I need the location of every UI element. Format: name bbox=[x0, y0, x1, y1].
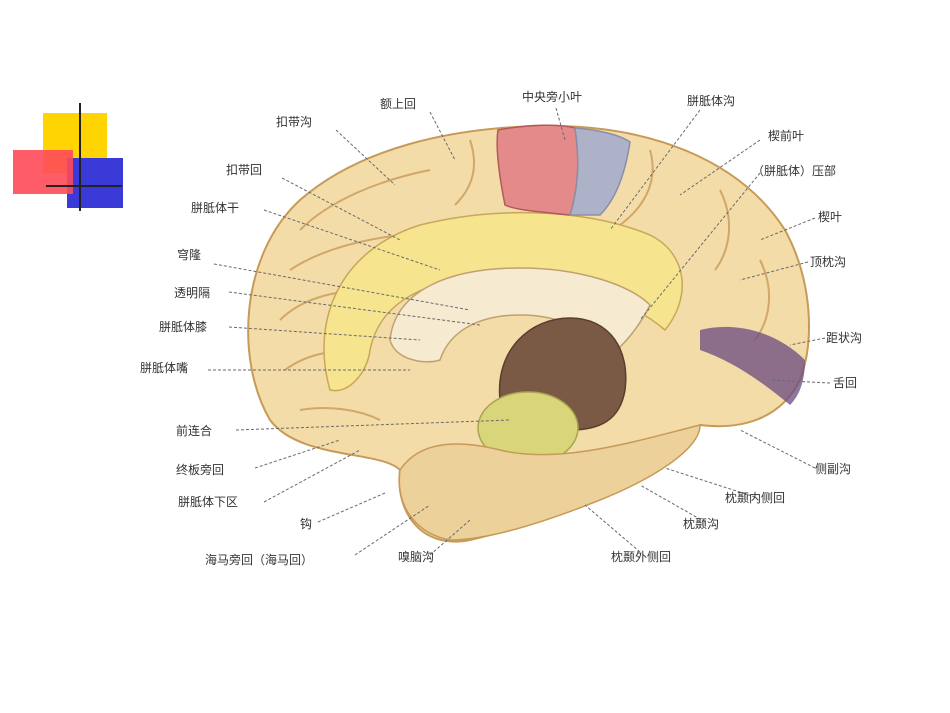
label-parahippocampal-gyrus: 海马旁回（海马回） bbox=[205, 552, 313, 567]
cingulate-gyrus bbox=[323, 211, 683, 392]
label-septum-pellucidum: 透明隔 bbox=[174, 286, 210, 300]
label-parieto-occipital-sulcus: 顶枕沟 bbox=[810, 254, 846, 269]
label-subcallosal-area: 胼胝体下区 bbox=[178, 494, 238, 509]
label-calcarine-sulcus: 距状沟 bbox=[826, 331, 862, 345]
label-occipitotemporal-sulcus: 枕颞沟 bbox=[683, 516, 719, 531]
label-uncus: 钩 bbox=[300, 517, 312, 531]
label-callosal-sulcus: 胼胝体沟 bbox=[687, 93, 735, 108]
label-medial-occipitotemporal-gyrus: 枕颞内侧回 bbox=[725, 490, 785, 505]
paracentral-lobule bbox=[496, 124, 579, 216]
label-genu: 胼胝体膝 bbox=[159, 319, 207, 334]
label-paraterminal-gyrus: 终板旁回 bbox=[176, 462, 224, 477]
label-collateral-sulcus: 侧副沟 bbox=[815, 462, 851, 476]
label-fornix: 穹隆 bbox=[177, 247, 201, 262]
label-lingual-gyrus: 舌回 bbox=[833, 376, 857, 390]
decor-horizontal-line bbox=[46, 185, 122, 187]
label-lateral-occipitotemporal-gyrus: 枕颞外侧回 bbox=[611, 549, 671, 564]
decor-vertical-line bbox=[79, 103, 81, 211]
decor-blue-square bbox=[67, 158, 123, 208]
label-cingulate-gyrus: 扣带回 bbox=[226, 163, 262, 177]
label-rostrum: 胼胝体嘴 bbox=[140, 360, 188, 375]
label-cuneus: 楔叶 bbox=[818, 210, 842, 224]
label-precuneus: 楔前叶 bbox=[768, 128, 804, 143]
leader-lines bbox=[208, 107, 831, 556]
temporal-lobe bbox=[398, 424, 701, 541]
label-paracentral-lobule: 中央旁小叶 bbox=[522, 89, 582, 104]
label-callosal-trunk: 胼胝体干 bbox=[191, 200, 239, 215]
label-anterior-commissure: 前连合 bbox=[176, 423, 212, 438]
label-superior-frontal-gyrus: 额上回 bbox=[380, 97, 416, 111]
precuneus-shade bbox=[568, 127, 631, 216]
calcarine-region bbox=[700, 326, 805, 405]
label-cingulate-sulcus: 扣带沟 bbox=[276, 115, 312, 129]
label-rhinal-sulcus: 嗅脑沟 bbox=[398, 550, 434, 564]
label-splenium: （胼胝体）压部 bbox=[752, 163, 836, 178]
